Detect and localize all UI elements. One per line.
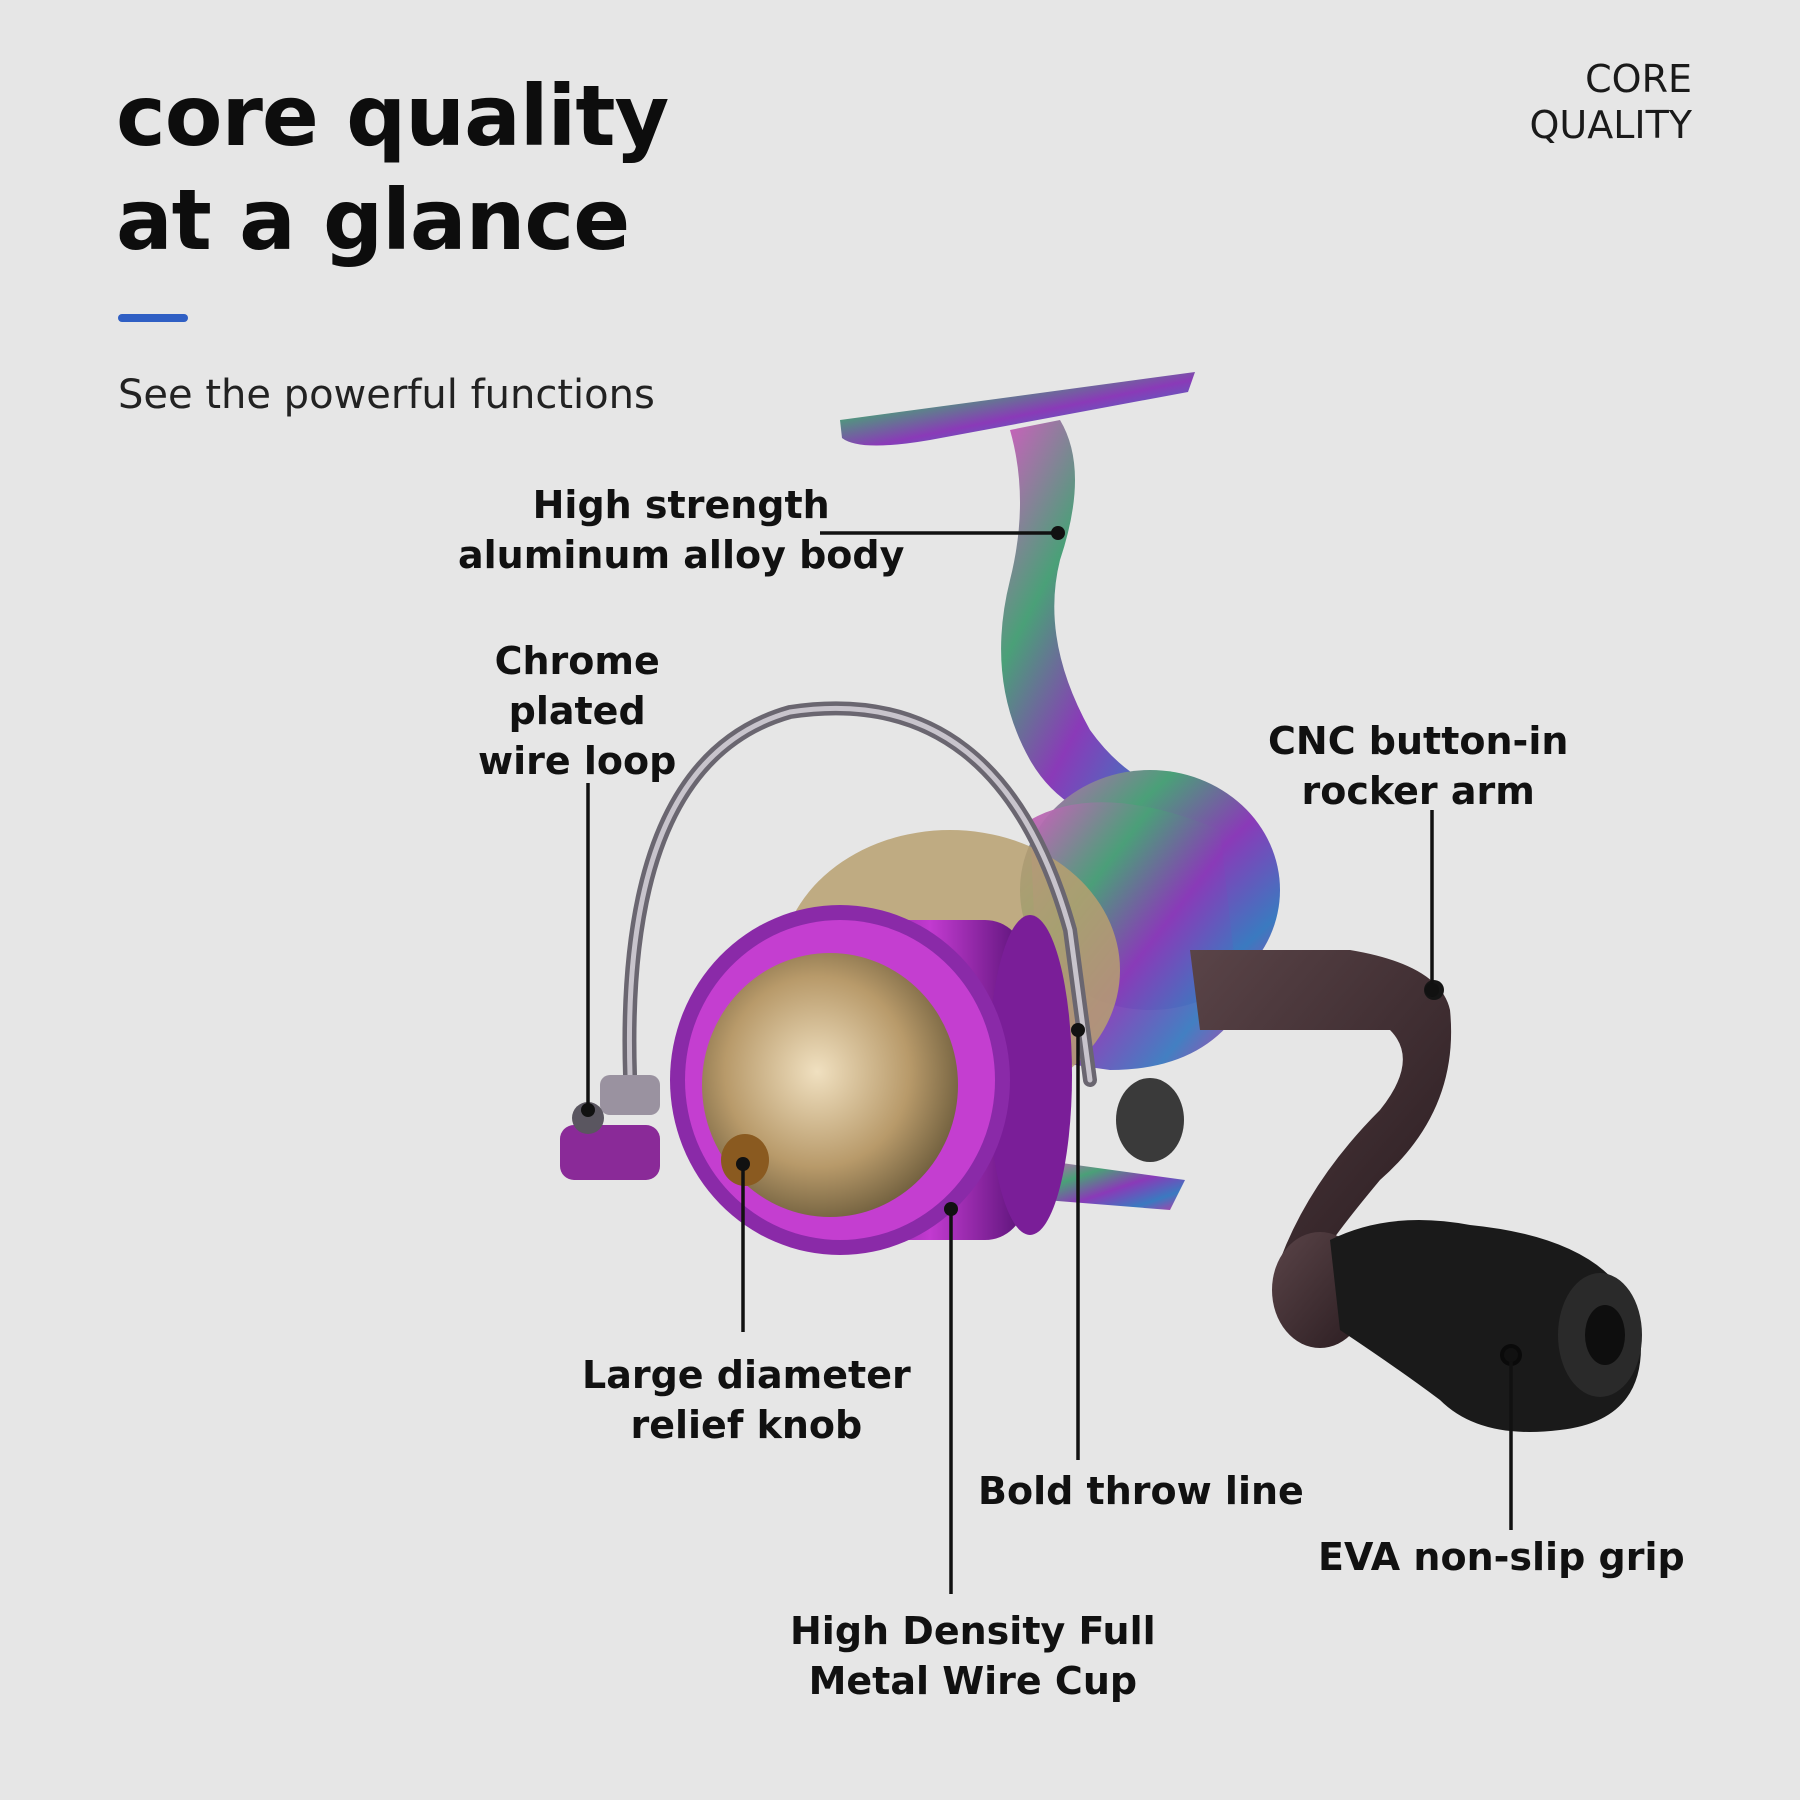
headline-line-1: core quality	[116, 67, 669, 165]
callout-throw-line: Bold throw line	[978, 1466, 1304, 1516]
callout-wire-loop-line-1: Chrome	[494, 639, 660, 683]
corner-label: CORE QUALITY	[1529, 56, 1692, 148]
callout-grip: EVA non-slip grip	[1318, 1532, 1685, 1582]
corner-label-line-2: QUALITY	[1529, 103, 1692, 147]
reel-spool	[670, 905, 1072, 1255]
subtitle: See the powerful functions	[118, 372, 655, 418]
callout-throw-line-line-1: Bold throw line	[978, 1469, 1304, 1513]
callout-wire-cup-line-2: Metal Wire Cup	[808, 1659, 1138, 1703]
callout-leaders	[586, 531, 1513, 1594]
callout-rocker-arm: CNC button-in rocker arm	[1268, 716, 1568, 816]
callout-rocker-arm-line-2: rocker arm	[1301, 769, 1535, 813]
headline-line-2: at a glance	[116, 171, 630, 269]
eva-grip-knob	[1330, 1220, 1642, 1432]
callout-wire-loop: Chrome plated wire loop	[478, 636, 676, 786]
callout-knob-line-1: Large diameter	[582, 1353, 911, 1397]
callout-wire-cup-line-1: High Density Full	[790, 1609, 1156, 1653]
callout-leader-dots	[581, 526, 1518, 1362]
callout-body: High strength aluminum alloy body	[458, 480, 904, 580]
corner-label-line-1: CORE	[1585, 57, 1692, 101]
bail-wire	[560, 701, 1097, 1180]
callout-rocker-arm-line-1: CNC button-in	[1268, 719, 1569, 763]
callout-knob: Large diameter relief knob	[582, 1350, 911, 1450]
accent-divider	[118, 314, 188, 322]
callout-knob-line-2: relief knob	[630, 1403, 863, 1447]
reel-foot	[840, 372, 1220, 830]
callout-body-line-2: aluminum alloy body	[458, 533, 905, 577]
headline: core quality at a glance	[116, 64, 669, 272]
callout-wire-loop-line-3: wire loop	[478, 739, 677, 783]
callout-wire-loop-line-2: plated	[508, 689, 646, 733]
callout-wire-cup: High Density Full Metal Wire Cup	[790, 1606, 1156, 1706]
callout-body-line-1: High strength	[532, 483, 830, 527]
callout-grip-line-1: EVA non-slip grip	[1318, 1535, 1685, 1579]
